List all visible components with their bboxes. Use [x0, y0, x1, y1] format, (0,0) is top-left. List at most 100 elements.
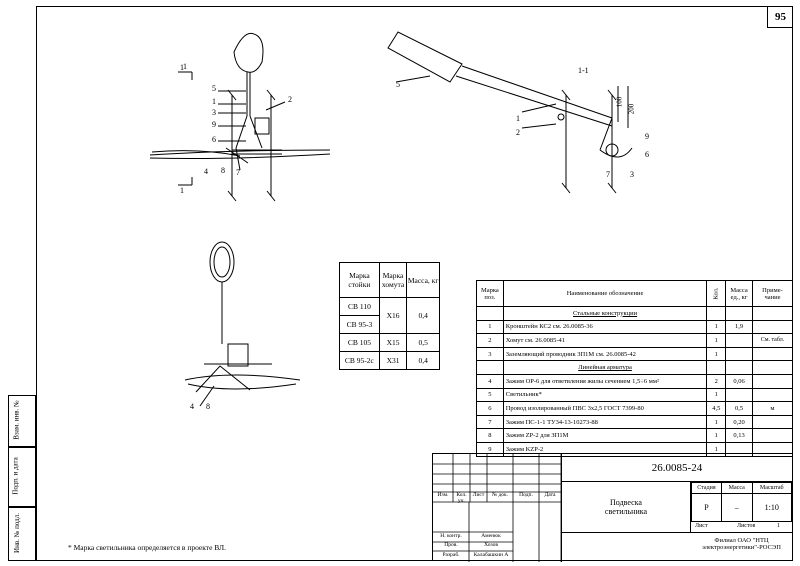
marks-cell: 0,4 — [406, 297, 440, 334]
spec-name: Светильник* — [502, 387, 708, 403]
marks-cell: Х31 — [378, 351, 408, 370]
callout-7: 7 — [236, 168, 240, 177]
spec-qty: 1 — [706, 333, 727, 348]
bottom-view — [184, 241, 301, 407]
mass-label: Масса — [720, 482, 753, 494]
callout-4-bottom: 4 — [190, 402, 194, 411]
cut-label-top: 1 — [180, 63, 184, 72]
footnote: * Марка светильника определяется в проек… — [68, 543, 226, 552]
marks-cell: СВ 95-2с — [339, 351, 380, 370]
spec-note: См. табл. — [751, 333, 794, 348]
section-label: 1-1 — [578, 66, 589, 75]
marks-header-stand: Марка стойки — [339, 262, 380, 298]
mass-value: – — [720, 493, 753, 522]
spec-mass — [725, 333, 753, 348]
spec-note — [751, 428, 794, 443]
spec-pos: 7 — [476, 414, 504, 430]
spec-pos: 4 — [476, 373, 504, 389]
spec-mass: 1,9 — [725, 319, 753, 335]
spec-pos: 1 — [476, 319, 504, 335]
col-header: Подп. — [519, 492, 533, 498]
marks-cell: Х15 — [378, 333, 408, 352]
organization: Филиал ОАО "НТЦ электроэнергетики"-РОСЭП — [691, 532, 792, 562]
spec-pos: 5 — [476, 387, 504, 403]
spec-pos: 8 — [476, 428, 504, 443]
spec-header-name: Наименование обозначение — [502, 280, 708, 307]
dimension-100: 100 — [615, 96, 624, 108]
spec-name: Зажим ZP-2 для ЗП1М — [502, 428, 708, 443]
spec-mass: 0,5 — [725, 401, 753, 416]
callout-7-section: 7 — [606, 170, 610, 179]
spec-header-note: Приме- чание — [751, 280, 794, 307]
spec-qty: 1 — [706, 387, 727, 403]
stage-value: Р — [691, 493, 722, 522]
stage-label: Стадия — [691, 482, 722, 494]
callout-6: 6 — [212, 135, 216, 144]
sheets-label: Листов — [737, 523, 756, 529]
spec-note — [751, 346, 794, 362]
spec-name: Зажим KZP-2 — [502, 441, 708, 457]
marks-cell: СВ 105 — [339, 333, 380, 352]
callout-6-section: 6 — [645, 150, 649, 159]
spec-name: Зажим ПС-1-1 ТУ34-13-10273-88 — [502, 414, 708, 430]
page-number: 95 — [767, 6, 793, 28]
spec-pos: 2 — [476, 333, 504, 348]
specification-table: Марка поз. Наименование обозначение Кол.… — [476, 280, 794, 457]
callout-8: 8 — [221, 166, 225, 175]
callout-4: 4 — [204, 167, 208, 176]
col-header: Изм. — [437, 492, 449, 498]
spec-note: м — [751, 401, 794, 416]
sheets-row: Лист Листов 1 — [691, 521, 792, 532]
signer-role: Разраб. — [442, 552, 460, 558]
spec-header-pos: Марка поз. — [476, 280, 504, 307]
spec-pos: 3 — [476, 346, 504, 362]
spec-mass — [725, 346, 753, 362]
spec-mass — [725, 387, 753, 403]
callout-9-section: 9 — [645, 132, 649, 141]
spec-note — [751, 414, 794, 430]
callout-5-section: 5 — [396, 80, 400, 89]
spec-name: Заземляющий проводник ЗП1М см. 26.0085-4… — [502, 346, 708, 362]
spec-section: Стальные конструкции — [502, 306, 708, 321]
signer-name: Аменюк — [481, 533, 501, 539]
side-stamp-signature: Подп. и дата — [8, 447, 36, 507]
callout-1: 1 — [212, 97, 216, 106]
spec-mass: 0,13 — [725, 428, 753, 443]
marks-cell: СВ 95-3 — [339, 315, 380, 334]
marks-cell: СВ 110 — [339, 297, 380, 316]
marks-header-mass: Масса, кг — [406, 262, 440, 298]
spec-qty: 1 — [706, 346, 727, 362]
marks-table: Марка стойки Марка хомута Масса, кг СВ 1… — [339, 262, 440, 370]
title-empty-cell — [561, 532, 691, 562]
callout-2-section: 2 — [516, 128, 520, 137]
col-header: Дата — [544, 492, 556, 498]
front-view-pole — [149, 32, 331, 202]
stage-mass-scale: Стадия Масса Масштаб Р – 1:10 — [691, 482, 792, 532]
callout-3-section: 3 — [630, 170, 634, 179]
callout-8-bottom: 8 — [206, 402, 210, 411]
col-header: Кол. уч. — [456, 492, 467, 504]
signer-role: Н. контр. — [440, 533, 462, 539]
spec-header-mass: Масса ед., кг — [725, 280, 753, 307]
sheets-value: 1 — [777, 523, 780, 529]
spec-header-qty: Кол. — [706, 280, 727, 307]
side-stamp-inventory: Инв. № подл. — [8, 507, 36, 561]
spec-qty: 1 — [706, 428, 727, 443]
marks-cell: 0,4 — [406, 351, 440, 370]
title-block: Изм. Кол. уч. Лист № док. Подп. Дата Н. … — [432, 453, 793, 562]
side-stamp-replacement: Взам. инв. № — [8, 395, 36, 447]
sheet-label: Лист — [695, 523, 708, 529]
signer-name: Калабашкин А — [473, 552, 509, 558]
drawing-frame — [36, 6, 793, 561]
spec-note — [751, 319, 794, 335]
signer-role: Пров. — [444, 542, 458, 548]
spec-qty: 1 — [706, 319, 727, 335]
callout-5: 5 — [212, 84, 216, 93]
scale-value: 1:10 — [751, 493, 792, 522]
signer-name: Хозов — [484, 542, 498, 548]
marks-cell: 0,5 — [406, 333, 440, 352]
spec-name: Кронштейн КС2 см. 26.0085-36 — [502, 319, 708, 335]
section-view — [387, 31, 633, 194]
spec-mass: 0,06 — [725, 373, 753, 389]
spec-qty: 4,5 — [706, 401, 727, 416]
